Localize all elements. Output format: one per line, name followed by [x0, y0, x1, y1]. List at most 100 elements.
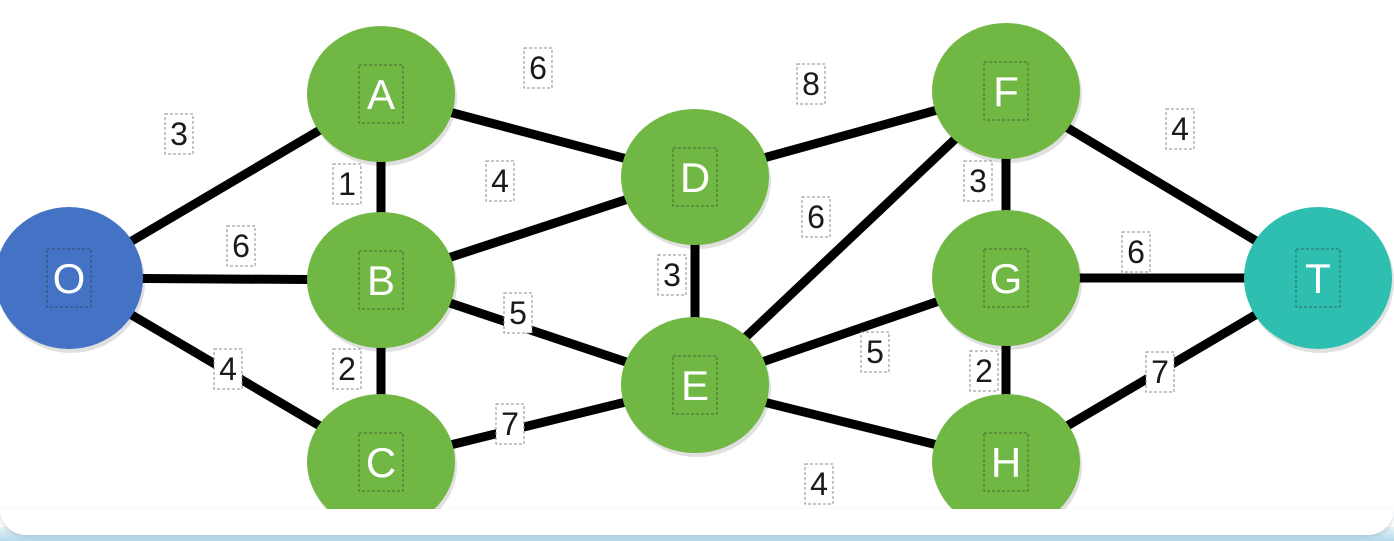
weight-box: [860, 331, 890, 373]
weight-label: 6: [529, 50, 547, 86]
weight-label: 8: [802, 66, 820, 102]
node-b: B: [307, 212, 457, 352]
edge-weight-o-a: 3: [164, 113, 194, 155]
node-label-box: [672, 355, 718, 415]
node-f: F: [932, 23, 1082, 163]
node-label-box: [672, 147, 718, 207]
node-circle: [1244, 207, 1392, 349]
edge-weight-o-b: 6: [226, 225, 256, 267]
weight-box: [963, 160, 993, 202]
weight-label: 7: [1151, 354, 1169, 390]
node-label: G: [990, 255, 1023, 302]
node-label-box: [983, 248, 1029, 308]
edge-weight-b-e: 5: [503, 292, 533, 334]
weight-box: [657, 254, 687, 296]
node-d: D: [621, 109, 771, 249]
weight-label: 6: [1127, 234, 1145, 270]
edge-weight-g-h: 2: [969, 350, 999, 392]
node-label: H: [991, 439, 1021, 486]
nodes-layer: O A B C D E F G H T: [0, 23, 1394, 534]
node-label: C: [366, 439, 396, 486]
node-e: E: [621, 317, 771, 457]
node-g: G: [932, 210, 1082, 350]
node-label: O: [53, 255, 86, 302]
edge-weight-a-b: 1: [332, 163, 362, 205]
edge-weights-layer: 3 6 4 1 6 2 4 5 7 3 8 6 5 4 3 4 2 6 7: [164, 47, 1195, 505]
weight-box: [523, 47, 553, 89]
node-circle: [307, 26, 455, 162]
edge-weight-g-t: 6: [1121, 231, 1151, 273]
weight-box: [1121, 231, 1151, 273]
weight-box: [495, 403, 525, 445]
edge-weight-f-g: 3: [963, 160, 993, 202]
edge-weight-c-e: 7: [495, 403, 525, 445]
node-label: B: [367, 257, 395, 304]
edge-e-f: [691, 87, 1010, 389]
edge-weight-a-d: 6: [523, 47, 553, 89]
node-circle: [932, 23, 1080, 159]
weight-label: 4: [810, 466, 828, 502]
weight-label: 4: [1171, 111, 1189, 147]
node-label: D: [680, 154, 710, 201]
node-circle: [307, 212, 455, 348]
edge-weight-e-f: 6: [801, 196, 831, 238]
edge-weight-e-h: 4: [804, 463, 834, 505]
node-circle: [307, 394, 455, 530]
edge-weight-h-t: 7: [1145, 351, 1175, 393]
node-t: T: [1244, 207, 1394, 353]
weight-box: [226, 225, 256, 267]
edge-weight-d-f: 8: [796, 63, 826, 105]
node-label: A: [367, 71, 395, 118]
weight-box: [213, 348, 243, 390]
weight-box: [969, 350, 999, 392]
weight-box: [164, 113, 194, 155]
weight-label: 2: [338, 351, 356, 387]
weight-label: 6: [232, 228, 250, 264]
node-label: E: [681, 362, 709, 409]
node-label: T: [1305, 255, 1331, 302]
edge-weight-o-c: 4: [213, 348, 243, 390]
weight-label: 5: [509, 295, 527, 331]
node-circle: [932, 210, 1080, 346]
weight-label: 1: [338, 166, 356, 202]
node-circle: [932, 394, 1080, 530]
bottom-decorative-band: [0, 509, 1394, 541]
weight-label: 4: [491, 163, 509, 199]
weight-box: [503, 292, 533, 334]
node-label-box: [358, 250, 404, 310]
slide-bottom-curve: [0, 509, 1394, 535]
weight-label: 5: [866, 334, 884, 370]
weight-box: [332, 348, 362, 390]
node-circle: [0, 207, 143, 349]
weight-box: [801, 196, 831, 238]
node-circle: [621, 109, 769, 245]
weight-label: 3: [969, 163, 987, 199]
weight-box: [332, 163, 362, 205]
weight-label: 3: [170, 116, 188, 152]
node-label-box: [358, 64, 404, 124]
weight-label: 3: [663, 257, 681, 293]
weight-box: [796, 63, 826, 105]
node-o: O: [0, 207, 145, 353]
node-label-box: [46, 248, 92, 308]
node-h: H: [932, 394, 1082, 534]
weight-box: [1145, 351, 1175, 393]
node-label-box: [358, 432, 404, 492]
weight-box: [804, 463, 834, 505]
node-label-box: [1295, 248, 1341, 308]
edge-weight-b-c: 2: [332, 348, 362, 390]
edge-weight-f-t: 4: [1165, 108, 1195, 150]
node-c: C: [307, 394, 457, 534]
edge-weight-b-d: 4: [485, 160, 515, 202]
weight-box: [485, 160, 515, 202]
weight-label: 2: [975, 353, 993, 389]
edge-weight-e-g: 5: [860, 331, 890, 373]
node-circle: [621, 317, 769, 453]
node-label-box: [983, 432, 1029, 492]
weight-label: 7: [501, 406, 519, 442]
node-label-box: [983, 61, 1029, 121]
weight-label: 6: [807, 199, 825, 235]
weight-box: [1165, 108, 1195, 150]
weight-label: 4: [219, 351, 237, 387]
